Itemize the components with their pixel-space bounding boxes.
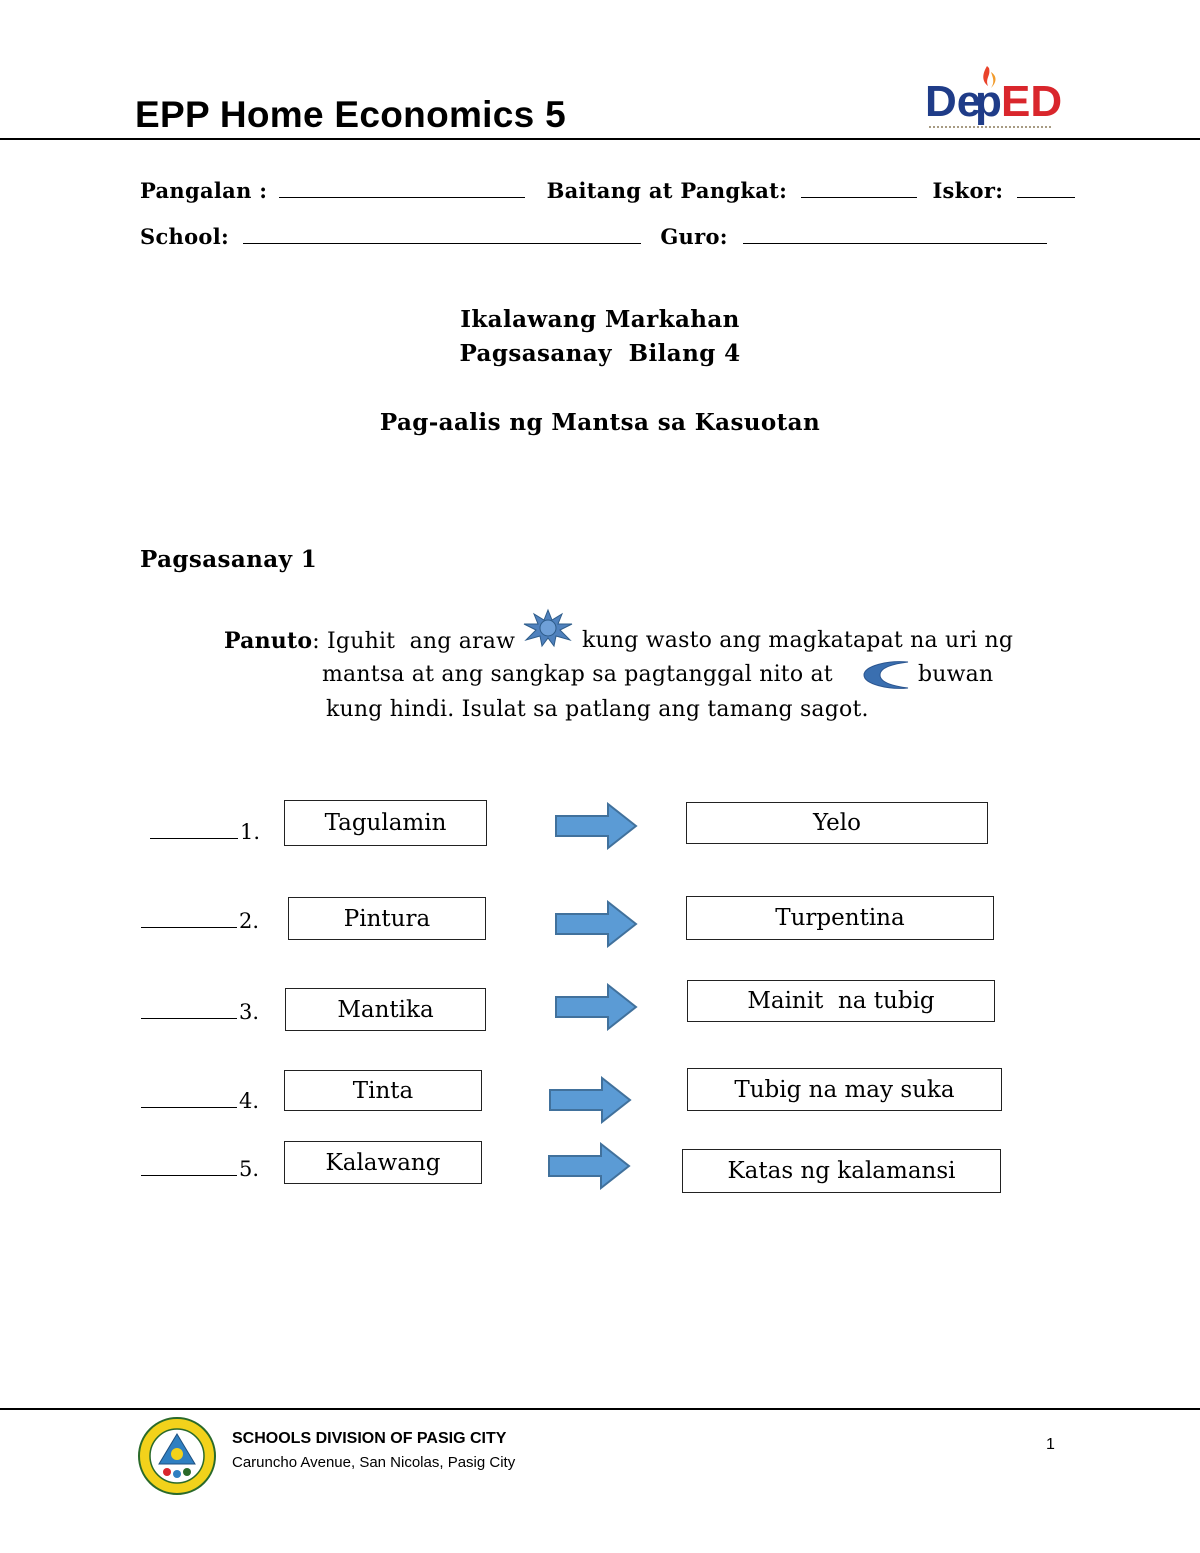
arrow-icon [555, 900, 638, 948]
item-number: 3. [239, 1000, 260, 1024]
header-rule [0, 138, 1200, 140]
footer-division-name: SCHOOLS DIVISION OF PASIG CITY [232, 1430, 507, 1447]
answer-blank[interactable] [141, 1091, 237, 1108]
document-title: EPP Home Economics 5 [135, 94, 566, 135]
item-number: 1. [240, 820, 261, 844]
svg-text:p: p [975, 77, 1002, 126]
score-field[interactable] [1016, 181, 1075, 198]
grade-label: Baitang at Pangkat: [546, 178, 788, 203]
stain-box: Pintura [288, 897, 486, 940]
stain-box: Tinta [284, 1070, 482, 1111]
deped-logo: De p ED [925, 64, 1065, 136]
item-number: 4. [239, 1089, 260, 1113]
arrow-icon [549, 1076, 632, 1124]
answer-row-2: 2. [141, 909, 259, 933]
form-row-2: School: Guro: [140, 224, 1048, 249]
arrow-icon [555, 802, 638, 850]
item-number: 5. [239, 1157, 260, 1181]
instruction-text-2a: mantsa at ang sangkap sa pagtanggal nito… [322, 662, 833, 687]
name-field[interactable] [278, 181, 525, 198]
section-title: Pagsasanay 1 [140, 546, 318, 573]
svg-text:ED: ED [1001, 77, 1062, 126]
teacher-label: Guro: [660, 224, 728, 249]
remover-box: Tubig na may suka [687, 1068, 1002, 1111]
arrow-icon [555, 983, 638, 1031]
footer-address: Caruncho Avenue, San Nicolas, Pasig City [232, 1454, 516, 1471]
answer-blank[interactable] [141, 911, 237, 928]
footer-rule [0, 1408, 1200, 1410]
name-label: Pangalan : [140, 178, 268, 203]
instruction-text-1b: kung wasto ang magkatapat na uri ng [582, 628, 1014, 653]
arrow-icon [548, 1142, 631, 1190]
answer-blank[interactable] [141, 1002, 237, 1019]
quarter-title: Ikalawang Markahan [460, 306, 740, 333]
school-field[interactable] [242, 227, 641, 244]
answer-row-3: 3. [141, 1000, 259, 1024]
instruction-text-1a: : Iguhit ang araw [312, 629, 516, 654]
answer-blank[interactable] [141, 1159, 237, 1176]
page-number: 1 [1046, 1436, 1055, 1453]
score-label: Iskor: [932, 178, 1004, 203]
stain-box: Tagulamin [284, 800, 487, 846]
instruction-text-2b: buwan [918, 662, 994, 687]
exercise-title: Pagsasanay Bilang 4 [459, 340, 741, 367]
division-seal-logo [138, 1417, 216, 1495]
item-number: 2. [239, 909, 260, 933]
stain-box: Mantika [285, 988, 486, 1031]
answer-row-4: 4. [141, 1089, 259, 1113]
answer-row-1: 1. [150, 820, 260, 844]
remover-box: Yelo [686, 802, 988, 844]
teacher-field[interactable] [743, 227, 1048, 244]
grade-field[interactable] [800, 181, 917, 198]
answer-blank[interactable] [150, 822, 238, 839]
svg-text:De: De [925, 77, 981, 126]
remover-box: Turpentina [686, 896, 994, 940]
remover-box: Katas ng kalamansi [682, 1149, 1001, 1193]
instruction-line-1: Panuto: Iguhit ang araw [224, 628, 515, 654]
form-row-1: Pangalan : Baitang at Pangkat: Iskor: [140, 178, 1075, 203]
stain-box: Kalawang [284, 1141, 482, 1184]
instruction-text-3: kung hindi. Isulat sa patlang ang tamang… [326, 697, 869, 722]
answer-row-5: 5. [141, 1157, 259, 1181]
instruction-label: Panuto [224, 628, 313, 654]
remover-box: Mainit na tubig [687, 980, 995, 1022]
moon-icon [863, 661, 909, 689]
school-label: School: [140, 224, 230, 249]
topic-title: Pag-aalis ng Mantsa sa Kasuotan [379, 409, 821, 436]
sun-icon [523, 608, 573, 648]
